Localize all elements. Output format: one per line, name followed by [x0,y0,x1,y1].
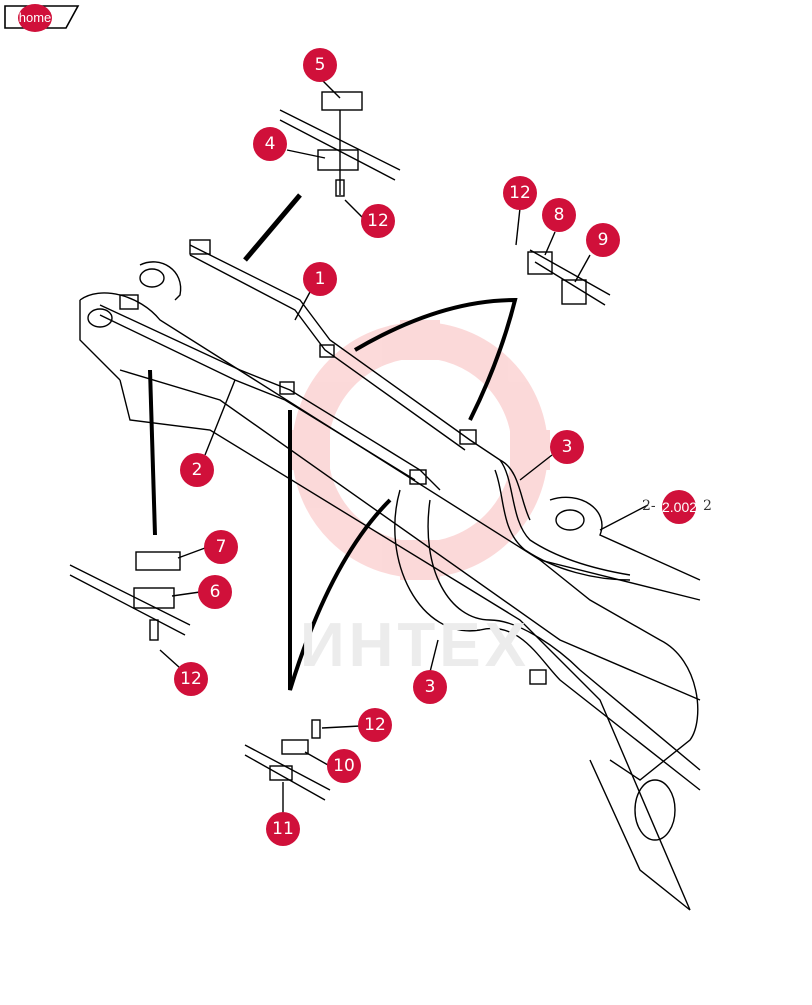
leader-12d [321,725,361,729]
callout-7[interactable]: 7 [204,530,238,564]
callout-12[interactable]: 12 [358,708,392,742]
connector-curve-top [243,193,302,262]
leader-12b [515,207,521,246]
arm-lower-pin [634,779,676,841]
leader-4 [286,149,326,159]
clamp-block [189,239,211,255]
reference-suffix: 2 [703,498,712,514]
leader-ref [599,504,649,531]
bolt-12-bottom [311,719,321,739]
clamp-cap-7 [135,551,181,571]
detail-pipe-6 [69,564,191,636]
clamp-9 [561,279,587,305]
clamp-base-4 [317,149,359,171]
hose-line-1b [189,254,466,451]
clamp-11 [269,765,293,781]
callout-5[interactable]: 5 [303,48,337,82]
gear-watermark-icon [290,320,550,580]
callout-3[interactable]: 3 [550,430,584,464]
callout-9[interactable]: 9 [586,223,620,257]
leader-10 [304,751,329,766]
clamp-10 [281,739,309,755]
connector-curve-left [148,369,157,536]
callout-3[interactable]: 3 [413,670,447,704]
boom-outline-mid [119,369,701,701]
callout-4[interactable]: 4 [253,127,287,161]
boom-end-top [139,261,182,301]
pin-hole-lower [87,308,113,328]
boom-front [79,300,121,381]
clamp-base-6 [133,587,175,609]
leader-3a [519,454,553,481]
callout-10[interactable]: 10 [327,749,361,783]
clamp-block [119,294,139,310]
clamp-block [319,344,335,358]
leader-7 [177,547,206,559]
leader-12c [159,649,181,669]
callout-11[interactable]: 11 [266,812,300,846]
boom-outline-top [79,292,701,601]
hose-line-2b [99,314,416,481]
clamp-cap-5 [321,91,363,111]
arm-top [549,496,701,581]
callout-2[interactable]: 2 [180,453,214,487]
leader-8 [544,231,556,256]
callout-12[interactable]: 12 [174,662,208,696]
pin-hole-upper [139,268,165,288]
hose-3-upper-b [494,469,631,581]
clamp-block [279,381,295,395]
callout-12[interactable]: 12 [361,204,395,238]
clamp-block [409,469,427,485]
connector-curve-right [353,297,518,421]
clamp-8 [527,251,553,275]
bolt-12-top [335,179,345,197]
reference-link[interactable]: 2.002 [662,490,697,524]
callout-6[interactable]: 6 [198,575,232,609]
connector-curve-bottom [288,410,392,691]
detail-pipe-8 [529,249,611,306]
leader-2 [204,379,236,456]
arm-body [539,559,699,781]
hose-3-lower-b [427,499,701,771]
boom-outline-bottom [119,379,691,911]
leader-9 [574,254,591,283]
watermark-text: ИНТЕХ [300,611,530,680]
hose-line-1a [189,244,531,521]
home-label: home [18,4,52,32]
hose-3-lower [394,489,701,791]
clamp-block [529,669,547,685]
detail-pipe-10 [244,744,331,801]
bolt-12-left [149,619,159,641]
leader-3b [429,639,439,673]
callout-1[interactable]: 1 [303,262,337,296]
hose-3-upper [499,459,631,576]
clamp-block [459,429,477,445]
leader-1 [294,291,311,321]
leader-6 [171,591,201,597]
arm-bottom [589,759,691,911]
arm-pin-hole [555,509,585,531]
reference-prefix: 2- [642,498,656,514]
callout-8[interactable]: 8 [542,198,576,232]
home-button[interactable]: home [2,2,80,32]
callout-12[interactable]: 12 [503,176,537,210]
